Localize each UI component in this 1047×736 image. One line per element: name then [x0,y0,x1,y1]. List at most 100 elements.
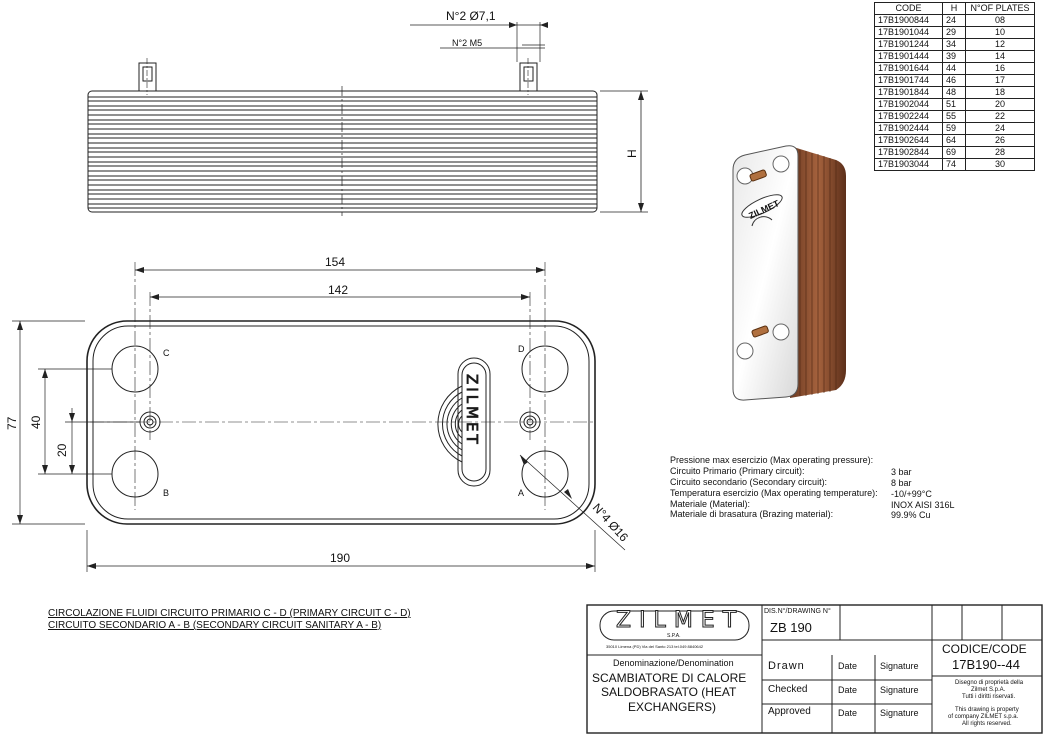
dim-77-label: 77 [5,416,19,430]
spec-label: Materiale di brasatura (Brazing material… [670,509,834,519]
code-col-header: CODE [874,2,943,15]
h-col-header: H [942,2,966,15]
denomination-line3: EXCHANGERS) [628,700,717,714]
checked-signature-label: Signature [880,685,919,695]
spec-label: Temperatura esercizio (Max operating tem… [670,488,878,498]
checked-label: Checked [768,684,808,695]
h-cell: 69 [942,146,966,159]
code-cell: 17B1901444 [874,50,943,63]
plates-cell: 20 [965,98,1035,111]
approved-date-label: Date [838,708,858,718]
note-secondary-circuit: CIRCUITO SECONDARIO A - B (SECONDARY CIR… [48,620,382,631]
plates-cell: 17 [965,74,1035,87]
drawing-number: ZB 190 [770,620,812,635]
code-cell: 17B1902044 [874,98,943,111]
property-note-it-1: Disegno di proprietà della [955,680,1024,686]
h-cell: 74 [942,158,966,171]
plates-cell: 10 [965,26,1035,39]
product-image: ZILMET [732,145,846,401]
spec-label: Circuito Primario (Primary circuit): [670,466,805,476]
code-cell: 17B1901244 [874,38,943,51]
plates-cell: 16 [965,62,1035,75]
plates-col-header: N°OF PLATES [965,2,1035,15]
h-cell: 29 [942,26,966,39]
plates-cell: 28 [965,146,1035,159]
property-note-en-3: All rights reserved. [962,721,1012,727]
h-cell: 48 [942,86,966,99]
spec-value: -10/+99°C [891,489,932,499]
port-a-label: A [518,488,524,498]
hole-dim-label: N°2 Ø7,1 [446,9,496,23]
codice-value: 17B190--44 [952,657,1020,672]
h-cell: 39 [942,50,966,63]
code-cell: 17B1901744 [874,74,943,87]
h-cell: 24 [942,14,966,27]
property-note-it-3: Tutti i diritti riservati. [962,694,1016,700]
code-cell: 17B1903044 [874,158,943,171]
spec-value: INOX AISI 316L [891,500,955,510]
title-block-logo: ZILMET [615,608,745,634]
h-cell: 64 [942,134,966,147]
h-cell: 44 [942,62,966,75]
code-cell: 17B1901644 [874,62,943,75]
height-dim-label: H [625,149,639,158]
title-block-logo-sub: S.P.A. [667,633,681,639]
property-note-en-1: This drawing is property [955,707,1019,713]
drawn-label: Drawn [768,660,805,672]
code-cell: 17B1900844 [874,14,943,27]
plate-logo-text: ZILMET [463,374,481,447]
port-d-label: D [518,344,525,354]
plates-cell: 30 [965,158,1035,171]
spec-value: 3 bar [891,467,912,477]
spec-value: 99.9% Cu [891,510,931,520]
h-cell: 55 [942,110,966,123]
thread-dim-label: N°2 M5 [452,38,482,48]
dim-154-label: 154 [325,255,345,269]
denomination-line1: SCAMBIATORE DI CALORE [592,671,747,685]
approved-label: Approved [768,706,811,717]
h-cell: 59 [942,122,966,135]
spec-label: Circuito secondario (Secondary circuit): [670,477,828,487]
h-cell: 51 [942,98,966,111]
port-c-label: C [163,348,170,358]
property-note-en-2: of company ZILMET s.p.a. [948,714,1019,720]
dim-142-label: 142 [328,283,348,297]
code-cell: 17B1902444 [874,122,943,135]
drawn-signature-label: Signature [880,661,919,671]
port-b-label: B [163,488,169,498]
plates-cell: 14 [965,50,1035,63]
spec-label: Materiale (Material): [670,499,751,509]
code-cell: 17B1901044 [874,26,943,39]
checked-date-label: Date [838,685,858,695]
code-cell: 17B1902844 [874,146,943,159]
h-cell: 34 [942,38,966,51]
front-view-drawing: 154 142 190 77 40 20 N°4 Ø16 C D B A ZIL… [5,255,631,572]
company-address: 35010 Limena (PD) Via del Santo 213 tel.… [606,644,704,649]
note-primary-circuit: CIRCOLAZIONE FLUIDI CIRCUITO PRIMARIO C … [48,608,411,619]
approved-signature-label: Signature [880,708,919,718]
plates-cell: 24 [965,122,1035,135]
plates-cell: 12 [965,38,1035,51]
code-cell: 17B1902644 [874,134,943,147]
plates-cell: 26 [965,134,1035,147]
title-block-frame [586,604,1043,734]
codice-label: CODICE/CODE [942,642,1027,656]
code-cell: 17B1901844 [874,86,943,99]
code-table-header: CODE H N°OF PLATES [874,2,1035,15]
drawing-number-label: DIS.N°/DRAWING N° [764,608,831,615]
specs-heading: Pressione max esercizio (Max operating p… [670,455,874,465]
drawn-date-label: Date [838,661,858,671]
